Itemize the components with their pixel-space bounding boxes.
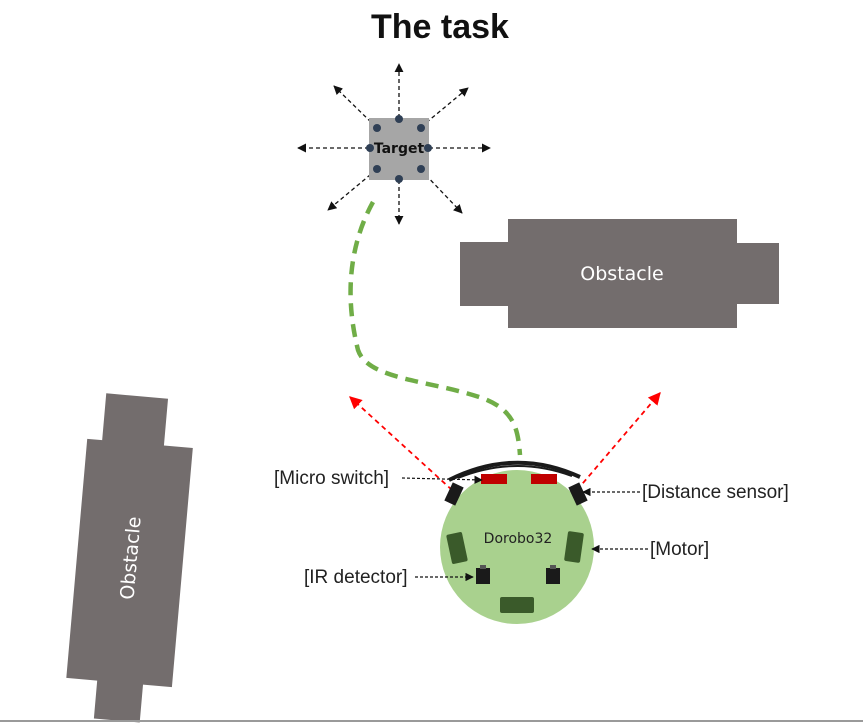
target-emitter <box>417 165 425 173</box>
target-emitter <box>395 175 403 183</box>
obstacle-left-shape <box>66 393 193 723</box>
obstacle-left: Obstacle <box>66 393 193 723</box>
obstacle-right-shape <box>460 219 779 328</box>
bumper-inner <box>457 465 573 479</box>
diagram-title: The task <box>371 8 509 46</box>
target-ir-emitters <box>366 115 432 183</box>
ir-detector-right <box>546 568 560 584</box>
obstacle-right: Obstacle <box>460 219 779 328</box>
ir-detector-label: [IR detector] <box>304 567 408 588</box>
ir-detector-left-cap <box>480 565 486 569</box>
target-emitter <box>373 124 381 132</box>
ir-detector-right-cap <box>550 565 556 569</box>
robot-name: Dorobo32 <box>484 531 553 547</box>
distance-sensor-rays <box>349 392 661 491</box>
target-emitter <box>366 144 374 152</box>
target-emitter <box>373 165 381 173</box>
distance-sensor-label: [Distance sensor] <box>642 482 789 503</box>
robot: Dorobo32 <box>440 460 594 624</box>
target-emitter <box>417 124 425 132</box>
callout-lines <box>401 475 648 582</box>
obstacle-right-label: Obstacle <box>580 263 663 285</box>
planned-path <box>348 200 523 456</box>
ir-detector-left <box>476 568 490 584</box>
micro-switch-label: [Micro switch] <box>274 468 389 489</box>
target-label: Target <box>374 141 425 157</box>
target-emitter <box>395 115 403 123</box>
micro-switch-left <box>481 474 507 484</box>
rear-module <box>500 597 534 613</box>
callout-micro-switch-line <box>401 475 483 485</box>
motor-right <box>564 531 584 563</box>
target: Target <box>297 63 491 225</box>
bumper <box>448 460 581 482</box>
robot-body <box>440 470 594 624</box>
sensor-ray-right <box>576 392 661 491</box>
target-arrow-down-left <box>327 169 377 211</box>
distance-sensor-right <box>568 482 588 506</box>
micro-switch-right <box>531 474 557 484</box>
motor-left <box>446 532 468 564</box>
motor-label: [Motor] <box>650 539 709 560</box>
distance-sensor-left <box>444 482 464 506</box>
target-emitter <box>424 144 432 152</box>
